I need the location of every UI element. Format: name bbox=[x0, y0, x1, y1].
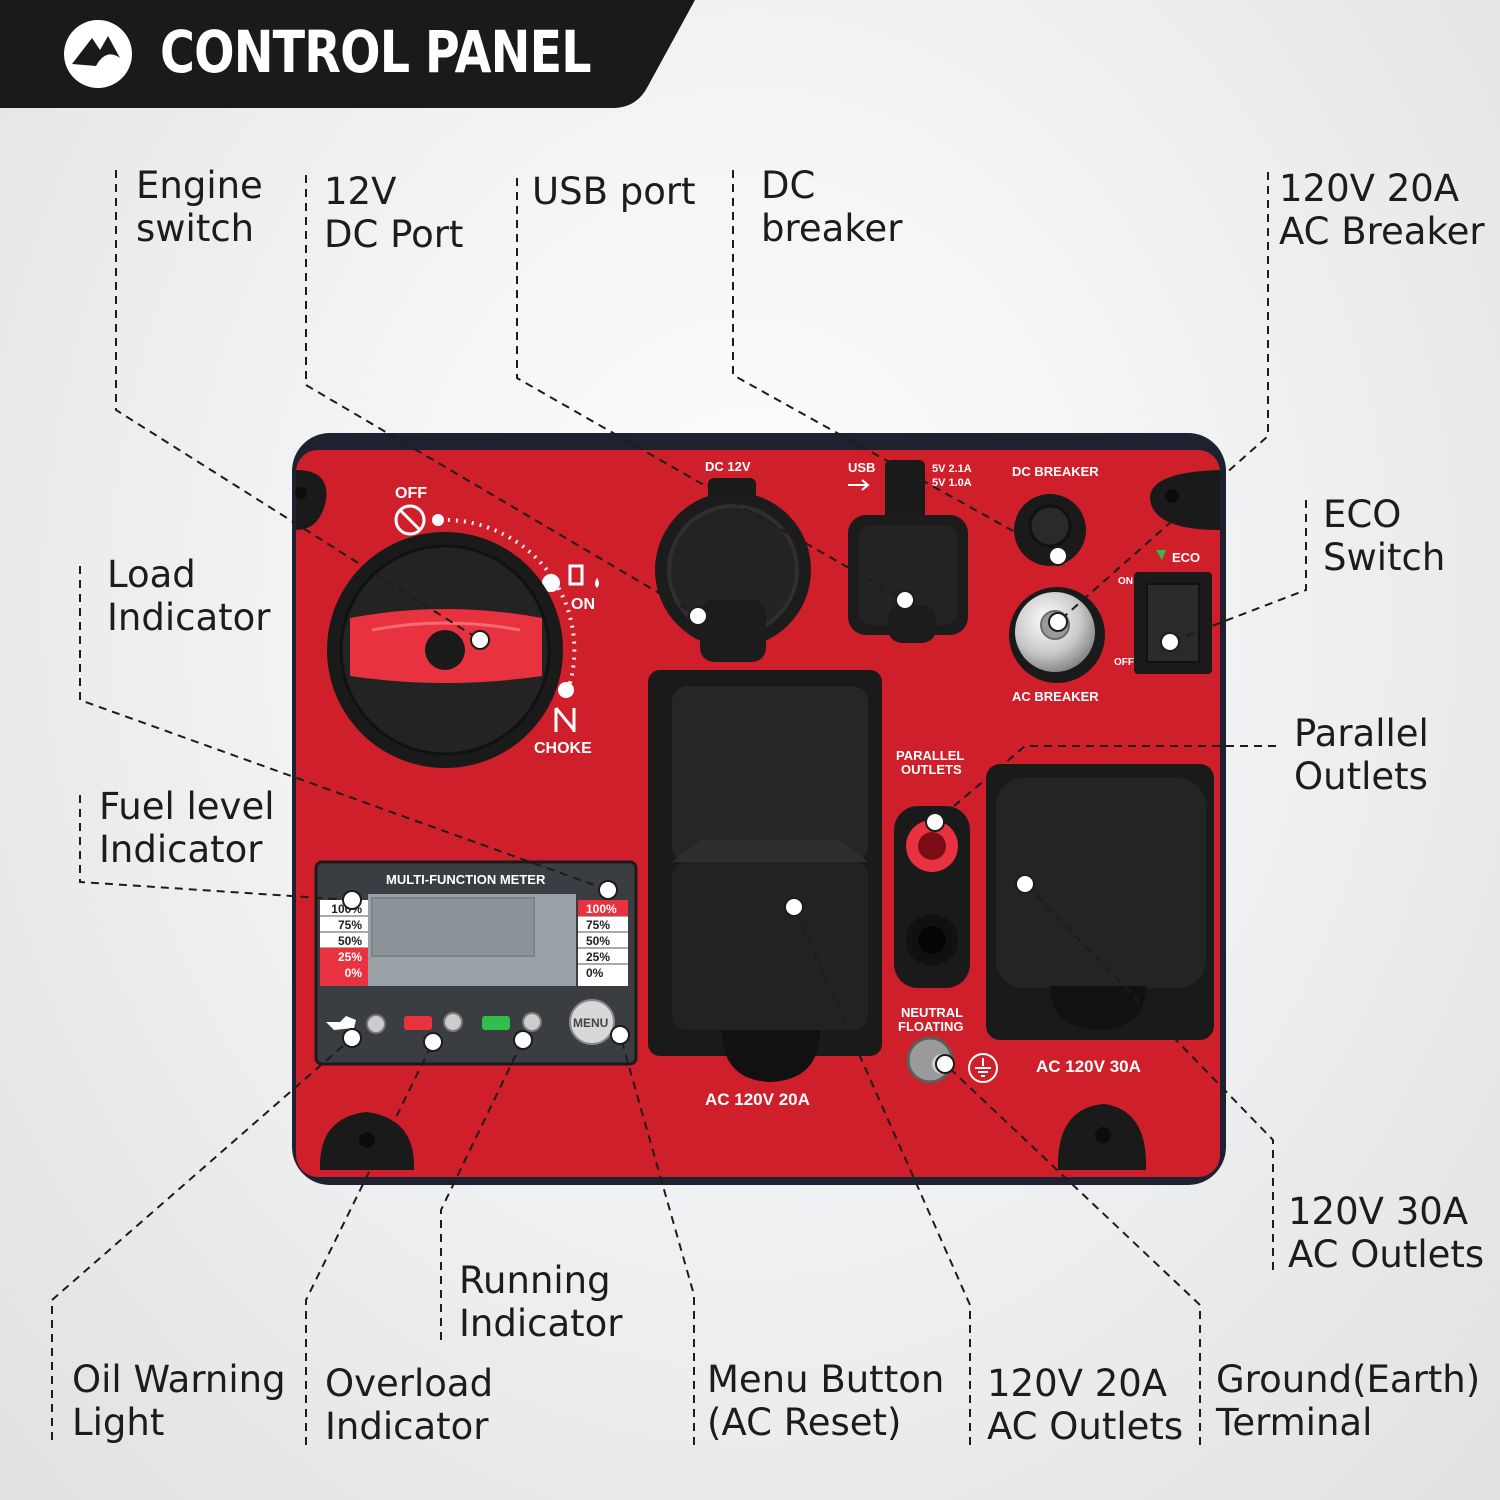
load-levels-1: 75% bbox=[586, 918, 610, 932]
multi-function-meter bbox=[314, 860, 638, 1066]
usb-label: USB bbox=[848, 460, 875, 475]
fuel-levels-3: 25% bbox=[338, 950, 362, 964]
eco-off-label: OFF bbox=[1114, 657, 1134, 668]
page-title: CONTROL PANEL bbox=[160, 18, 592, 86]
dc-breaker bbox=[1014, 494, 1086, 566]
callout-menu-button: Menu Button(AC Reset) bbox=[707, 1358, 945, 1444]
dc-12v-label: DC 12V bbox=[705, 459, 751, 474]
load-levels: 100% 75% 50% 25% 0% bbox=[586, 902, 617, 980]
load-levels-0: 100% bbox=[586, 902, 617, 916]
ac-30a-outlet bbox=[986, 764, 1214, 1040]
ac-breaker bbox=[1009, 587, 1105, 683]
parallel-label-1: PARALLEL bbox=[896, 748, 964, 763]
neutral-label-2: FLOATING bbox=[898, 1019, 963, 1034]
running-icon bbox=[482, 1016, 510, 1030]
dc-breaker-label: DC BREAKER bbox=[1012, 464, 1099, 479]
usb-port bbox=[848, 460, 968, 643]
off-label: OFF bbox=[395, 485, 427, 502]
eco-label: ECO bbox=[1172, 550, 1200, 565]
fuel-levels-1: 75% bbox=[338, 918, 362, 932]
menu-button[interactable] bbox=[569, 999, 615, 1045]
header-banner: CONTROL PANEL bbox=[0, 0, 700, 108]
choke-label: CHOKE bbox=[534, 740, 592, 757]
callout-dots bbox=[342, 546, 1180, 1074]
engine-switch bbox=[327, 504, 599, 768]
dc-12v-port bbox=[655, 478, 811, 662]
callout-lines bbox=[51, 170, 1307, 1445]
fuel-levels-4: 0% bbox=[345, 966, 363, 980]
neutral-label-1: NEUTRAL bbox=[901, 1005, 963, 1020]
eco-on-label: ON bbox=[1118, 576, 1133, 587]
fuel-levels-2: 50% bbox=[338, 934, 362, 948]
ac-20a-outlet bbox=[648, 670, 882, 1082]
meter-title: MULTI-FUNCTION METER bbox=[386, 872, 546, 887]
ac-breaker-label: AC BREAKER bbox=[1012, 689, 1099, 704]
overload-icon bbox=[404, 1016, 432, 1030]
logo-icon bbox=[64, 20, 132, 88]
parallel-label-2: OUTLETS bbox=[901, 762, 962, 777]
on-label: ON bbox=[571, 596, 595, 613]
callout-usb-port: USB port bbox=[532, 170, 696, 213]
banner-shape bbox=[0, 0, 695, 108]
load-levels-4: 0% bbox=[586, 966, 604, 980]
usb-rating-2: 5V 1.0A bbox=[932, 477, 972, 489]
eco-switch bbox=[1134, 550, 1212, 674]
load-levels-3: 25% bbox=[586, 950, 610, 964]
parallel-outlets bbox=[894, 806, 970, 988]
oil-warning-icon bbox=[326, 1016, 356, 1030]
ac-30a-label: AC 120V 30A bbox=[1036, 1057, 1141, 1076]
callout-ground-terminal: Ground(Earth)Terminal bbox=[1216, 1358, 1481, 1444]
ac-20a-label: AC 120V 20A bbox=[705, 1090, 810, 1109]
menu-label: MENU bbox=[573, 1016, 608, 1030]
usb-rating-1: 5V 2.1A bbox=[932, 463, 972, 475]
load-levels-2: 50% bbox=[586, 934, 610, 948]
